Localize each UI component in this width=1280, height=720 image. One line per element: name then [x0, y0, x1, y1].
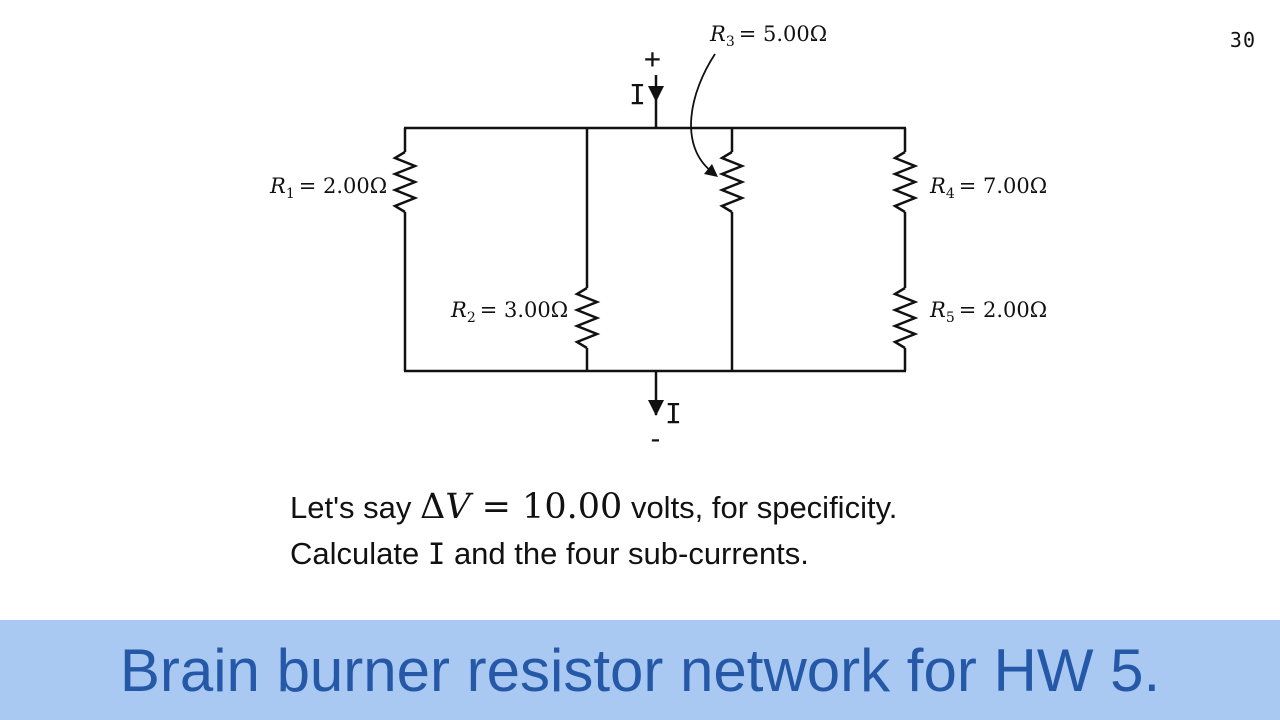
current-out-arrowhead	[648, 400, 664, 416]
current-in-label: I	[629, 78, 646, 111]
terminal-minus: -	[647, 422, 664, 455]
r1-label: R1= 2.00Ω	[269, 174, 387, 202]
r3-pointer-arrowhead	[704, 164, 718, 177]
resistor-network-diagram: + I I - R1= 2.00Ω R2= 3.00Ω R3= 5.00Ω R4…	[269, 22, 1047, 455]
title-banner: Brain burner resistor network for HW 5.	[0, 620, 1280, 720]
r1-resistor	[391, 150, 419, 214]
current-out-label: I	[665, 397, 682, 430]
r2-resistor	[573, 286, 601, 350]
slide-title: Brain burner resistor network for HW 5.	[119, 636, 1161, 704]
delta-v-expression: ΔV = 10.00	[419, 487, 623, 527]
problem-line-1: Let's say ΔV = 10.00 volts, for specific…	[290, 487, 898, 527]
r3-pointer-arrow	[690, 53, 716, 173]
problem-statement: Let's say ΔV = 10.00 volts, for specific…	[290, 484, 897, 577]
r3-label: R3= 5.00Ω	[709, 22, 827, 50]
page-number: 30	[1229, 28, 1256, 52]
r5-resistor	[891, 286, 919, 350]
current-in-arrowhead	[648, 86, 664, 102]
r4-label: R4= 7.00Ω	[929, 174, 1047, 202]
problem-line-2: Calculate I and the four sub-currents.	[290, 536, 809, 571]
r4-resistor	[891, 150, 919, 214]
r5-label: R5= 2.00Ω	[929, 298, 1047, 326]
r2-label: R2= 3.00Ω	[450, 298, 568, 326]
terminal-plus: +	[644, 42, 661, 75]
r3-resistor	[718, 150, 746, 214]
